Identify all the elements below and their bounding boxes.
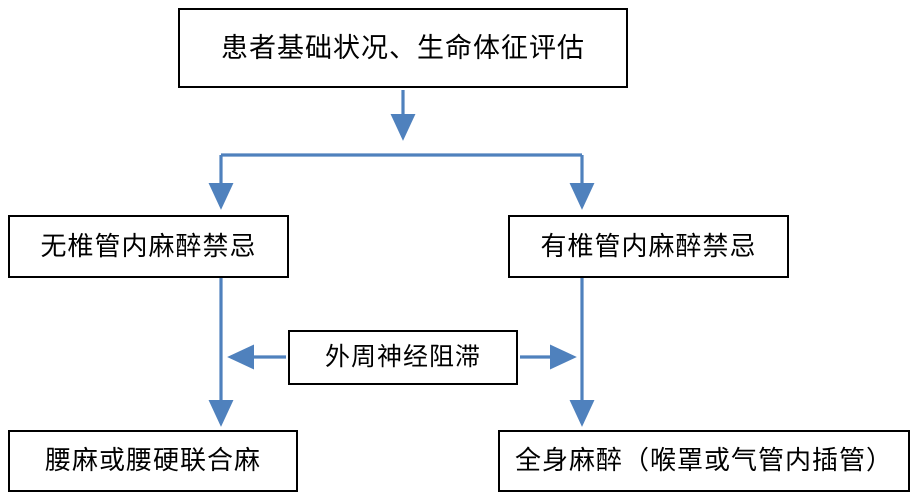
- node-patient-assessment-label: 患者基础状况、生命体征评估: [221, 32, 585, 63]
- node-general-anesthesia-label: 全身麻醉（喉罩或气管内插管）: [514, 446, 893, 475]
- node-general-anesthesia: 全身麻醉（喉罩或气管内插管）: [498, 430, 910, 492]
- node-spinal-or-cse: 腰麻或腰硬联合麻: [8, 430, 298, 492]
- node-has-neuraxial-contraindication: 有椎管内麻醉禁忌: [508, 215, 789, 278]
- node-has-neuraxial-contraindication-label: 有椎管内麻醉禁忌: [540, 231, 757, 261]
- node-patient-assessment: 患者基础状况、生命体征评估: [178, 8, 628, 88]
- node-no-neuraxial-contraindication-label: 无椎管内麻醉禁忌: [40, 231, 257, 261]
- node-peripheral-nerve-block: 外周神经阻滞: [288, 330, 518, 385]
- node-spinal-or-cse-label: 腰麻或腰硬联合麻: [44, 446, 261, 475]
- node-peripheral-nerve-block-label: 外周神经阻滞: [324, 344, 481, 371]
- node-no-neuraxial-contraindication: 无椎管内麻醉禁忌: [8, 215, 289, 278]
